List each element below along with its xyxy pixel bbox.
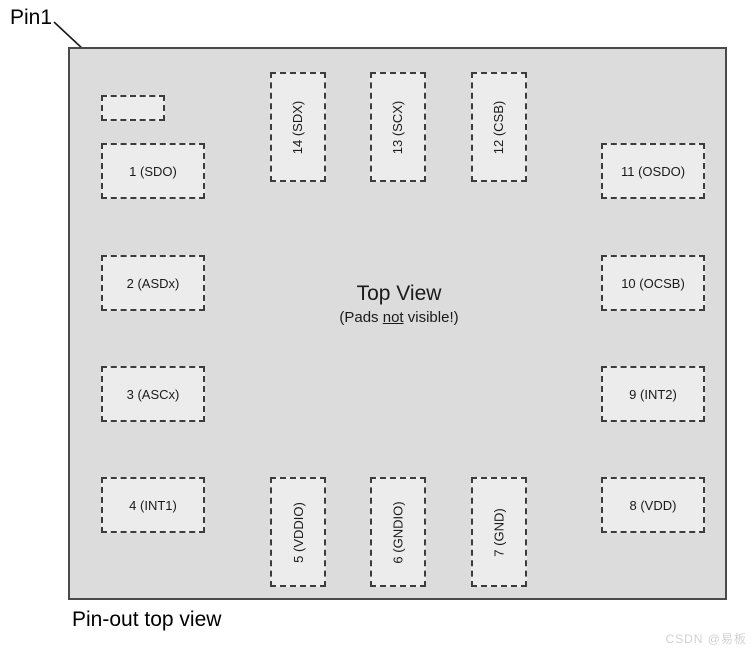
pad-pin-11: 11 (OSDO): [601, 143, 705, 199]
pad-label-pin-3: 3 (ASCx): [126, 386, 180, 402]
pad-pin-5: 5 (VDDIO): [270, 477, 326, 587]
figure-caption: Pin-out top view: [72, 608, 222, 631]
pad-label-pin-10: 10 (OCSB): [621, 275, 685, 291]
pad-label-pin-5: 5 (VDDIO): [290, 501, 306, 563]
pad-label-pin-8: 8 (VDD): [629, 497, 677, 513]
pad-pin-2: 2 (ASDx): [101, 255, 205, 311]
pad-label-pin-12: 12 (CSB): [491, 100, 507, 154]
center-subtitle: (Pads not visible!): [270, 309, 528, 327]
center-subtitle-emphasis: not: [382, 309, 404, 327]
pad-label-pin-2: 2 (ASDx): [126, 275, 180, 291]
csdn-watermark: CSDN @易板: [665, 632, 747, 646]
pad-pin-4: 4 (INT1): [101, 477, 205, 533]
pad-pin-9: 9 (INT2): [601, 366, 705, 422]
pad-pin-8: 8 (VDD): [601, 477, 705, 533]
center-subtitle-suffix: visible!): [403, 309, 459, 327]
pad-label-pin-9: 9 (INT2): [629, 386, 677, 402]
pad-pin-13: 13 (SCX): [370, 72, 426, 182]
pad-pin-6: 6 (GNDIO): [370, 477, 426, 587]
pad-label-pin-13: 13 (SCX): [390, 100, 406, 154]
pad-label-pin-1: 1 (SDO): [129, 163, 177, 179]
package-body: 1 (SDO) 2 (ASDx) 3 (ASCx) 4 (INT1) 5 (VD…: [68, 47, 727, 600]
center-annotation: Top View (Pads not visible!): [270, 282, 528, 327]
pad-pin-7: 7 (GND): [471, 477, 527, 587]
center-subtitle-prefix: (Pads: [339, 309, 383, 327]
pad-label-pin-11: 11 (OSDO): [620, 163, 686, 179]
pad-label-pin-6: 6 (GNDIO): [390, 500, 406, 564]
center-title: Top View: [356, 282, 442, 305]
pad-pin-14: 14 (SDX): [270, 72, 326, 182]
pad-label-pin-14: 14 (SDX): [290, 100, 306, 154]
pad-label-pin-7: 7 (GND): [491, 507, 507, 557]
pad-pin-10: 10 (OCSB): [601, 255, 705, 311]
pad-pin-1: 1 (SDO): [101, 143, 205, 199]
pad-label-pin-4: 4 (INT1): [129, 497, 177, 513]
pin1-marker-pad: [101, 95, 165, 121]
pad-pin-12: 12 (CSB): [471, 72, 527, 182]
pin1-callout-label: Pin1: [10, 6, 53, 29]
pad-pin-3: 3 (ASCx): [101, 366, 205, 422]
